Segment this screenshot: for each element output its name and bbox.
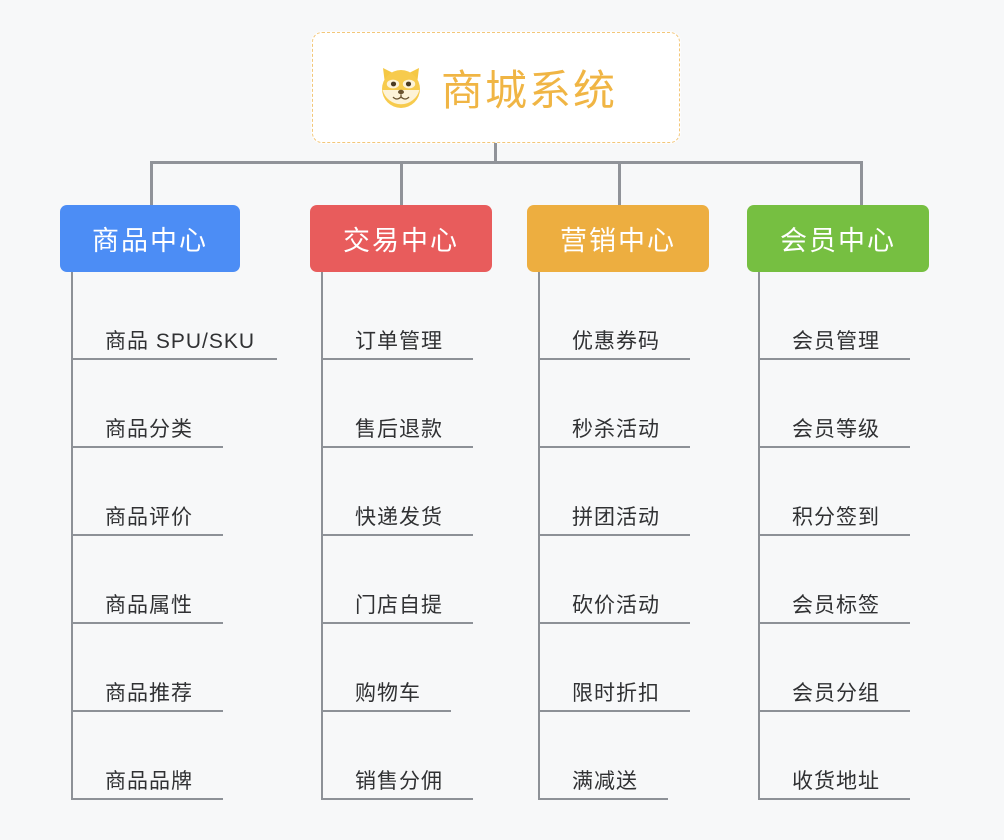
column-spine-4: [758, 272, 760, 800]
leaf-label: 购物车: [355, 681, 421, 705]
leaf-item[interactable]: 积分签到: [747, 448, 929, 536]
leaf-label: 会员标签: [792, 593, 880, 617]
leaf-item[interactable]: 限时折扣: [527, 624, 709, 712]
leaf-label: 积分签到: [792, 505, 880, 529]
category-box-3[interactable]: 营销中心: [527, 205, 709, 272]
leaf-underline: [758, 358, 910, 360]
leaf-label: 秒杀活动: [572, 417, 660, 441]
leaf-list-2: 订单管理 售后退款 快递发货 门店自提 购物车 销售分佣: [310, 272, 492, 800]
leaf-underline: [758, 710, 910, 712]
connector-drop-3: [618, 161, 621, 206]
connector-drop-2: [400, 161, 403, 206]
leaf-item[interactable]: 商品属性: [60, 536, 240, 624]
branch-column-1: 商品中心 商品 SPU/SKU 商品分类 商品评价 商品属性 商品推荐: [60, 205, 277, 800]
column-spine-1: [71, 272, 73, 800]
leaf-underline: [71, 534, 223, 536]
leaf-underline: [538, 798, 668, 800]
leaf-underline: [538, 446, 690, 448]
leaf-label: 商品 SPU/SKU: [105, 329, 256, 353]
leaf-list-1: 商品 SPU/SKU 商品分类 商品评价 商品属性 商品推荐 商品品牌: [60, 272, 277, 800]
dog-face-icon: [375, 62, 427, 114]
leaf-underline: [538, 622, 690, 624]
branch-column-4: 会员中心 会员管理 会员等级 积分签到 会员标签 会员分组: [747, 205, 929, 800]
leaf-item[interactable]: 商品推荐: [60, 624, 240, 712]
leaf-label: 会员管理: [792, 329, 880, 353]
column-spine-2: [321, 272, 323, 800]
leaf-item[interactable]: 会员管理: [747, 272, 929, 360]
leaf-underline: [71, 622, 223, 624]
leaf-item[interactable]: 商品品牌: [60, 712, 240, 800]
leaf-label: 优惠券码: [572, 329, 660, 353]
leaf-underline: [321, 358, 473, 360]
leaf-item[interactable]: 会员等级: [747, 360, 929, 448]
leaf-label: 满减送: [572, 769, 638, 793]
leaf-list-3: 优惠券码 秒杀活动 拼团活动 砍价活动 限时折扣 满减送: [527, 272, 709, 800]
category-box-1[interactable]: 商品中心: [60, 205, 240, 272]
branch-column-2: 交易中心 订单管理 售后退款 快递发货 门店自提 购物车: [310, 205, 492, 800]
leaf-item[interactable]: 商品 SPU/SKU: [60, 272, 277, 360]
connector-horizontal-bus: [150, 161, 863, 164]
leaf-label: 商品属性: [105, 593, 193, 617]
root-node-label: 商城系统: [440, 67, 617, 114]
leaf-item[interactable]: 拼团活动: [527, 448, 709, 536]
leaf-label: 拼团活动: [572, 505, 660, 529]
leaf-item[interactable]: 销售分佣: [310, 712, 492, 800]
leaf-label: 门店自提: [355, 593, 443, 617]
leaf-item[interactable]: 商品分类: [60, 360, 240, 448]
leaf-underline: [758, 622, 910, 624]
leaf-label: 售后退款: [355, 417, 443, 441]
leaf-underline: [538, 534, 690, 536]
connector-drop-4: [860, 161, 863, 206]
leaf-item[interactable]: 秒杀活动: [527, 360, 709, 448]
leaf-label: 快递发货: [355, 505, 443, 529]
leaf-label: 商品分类: [105, 417, 193, 441]
leaf-label: 商品推荐: [105, 681, 193, 705]
leaf-item[interactable]: 满减送: [527, 712, 709, 800]
leaf-underline: [71, 358, 277, 360]
category-box-2[interactable]: 交易中心: [310, 205, 492, 272]
leaf-list-4: 会员管理 会员等级 积分签到 会员标签 会员分组 收货地址: [747, 272, 929, 800]
leaf-underline: [538, 710, 690, 712]
leaf-label: 商品评价: [105, 505, 193, 529]
leaf-item[interactable]: 会员标签: [747, 536, 929, 624]
leaf-item[interactable]: 门店自提: [310, 536, 492, 624]
column-spine-3: [538, 272, 540, 800]
branch-column-3: 营销中心 优惠券码 秒杀活动 拼团活动 砍价活动 限时折扣: [527, 205, 709, 800]
leaf-underline: [321, 446, 473, 448]
leaf-label: 商品品牌: [105, 769, 193, 793]
leaf-item[interactable]: 快递发货: [310, 448, 492, 536]
leaf-label: 收货地址: [792, 769, 880, 793]
leaf-underline: [321, 798, 473, 800]
leaf-underline: [321, 710, 451, 712]
category-box-4[interactable]: 会员中心: [747, 205, 929, 272]
leaf-underline: [321, 622, 473, 624]
root-node-mall-system[interactable]: 商城系统: [312, 32, 680, 143]
leaf-underline: [538, 358, 690, 360]
leaf-label: 订单管理: [355, 329, 443, 353]
leaf-underline: [321, 534, 473, 536]
leaf-item[interactable]: 购物车: [310, 624, 492, 712]
leaf-label: 砍价活动: [572, 593, 660, 617]
leaf-item[interactable]: 会员分组: [747, 624, 929, 712]
leaf-underline: [71, 710, 223, 712]
leaf-item[interactable]: 商品评价: [60, 448, 240, 536]
leaf-label: 会员分组: [792, 681, 880, 705]
connector-drop-1: [150, 161, 153, 206]
leaf-underline: [71, 798, 223, 800]
leaf-underline: [71, 446, 223, 448]
connector-root-stem: [494, 143, 497, 164]
leaf-item[interactable]: 售后退款: [310, 360, 492, 448]
leaf-item[interactable]: 砍价活动: [527, 536, 709, 624]
leaf-label: 会员等级: [792, 417, 880, 441]
leaf-underline: [758, 798, 910, 800]
leaf-underline: [758, 534, 910, 536]
leaf-label: 限时折扣: [572, 681, 660, 705]
leaf-item[interactable]: 订单管理: [310, 272, 492, 360]
leaf-item[interactable]: 优惠券码: [527, 272, 709, 360]
leaf-underline: [758, 446, 910, 448]
leaf-label: 销售分佣: [355, 769, 443, 793]
leaf-item[interactable]: 收货地址: [747, 712, 929, 800]
